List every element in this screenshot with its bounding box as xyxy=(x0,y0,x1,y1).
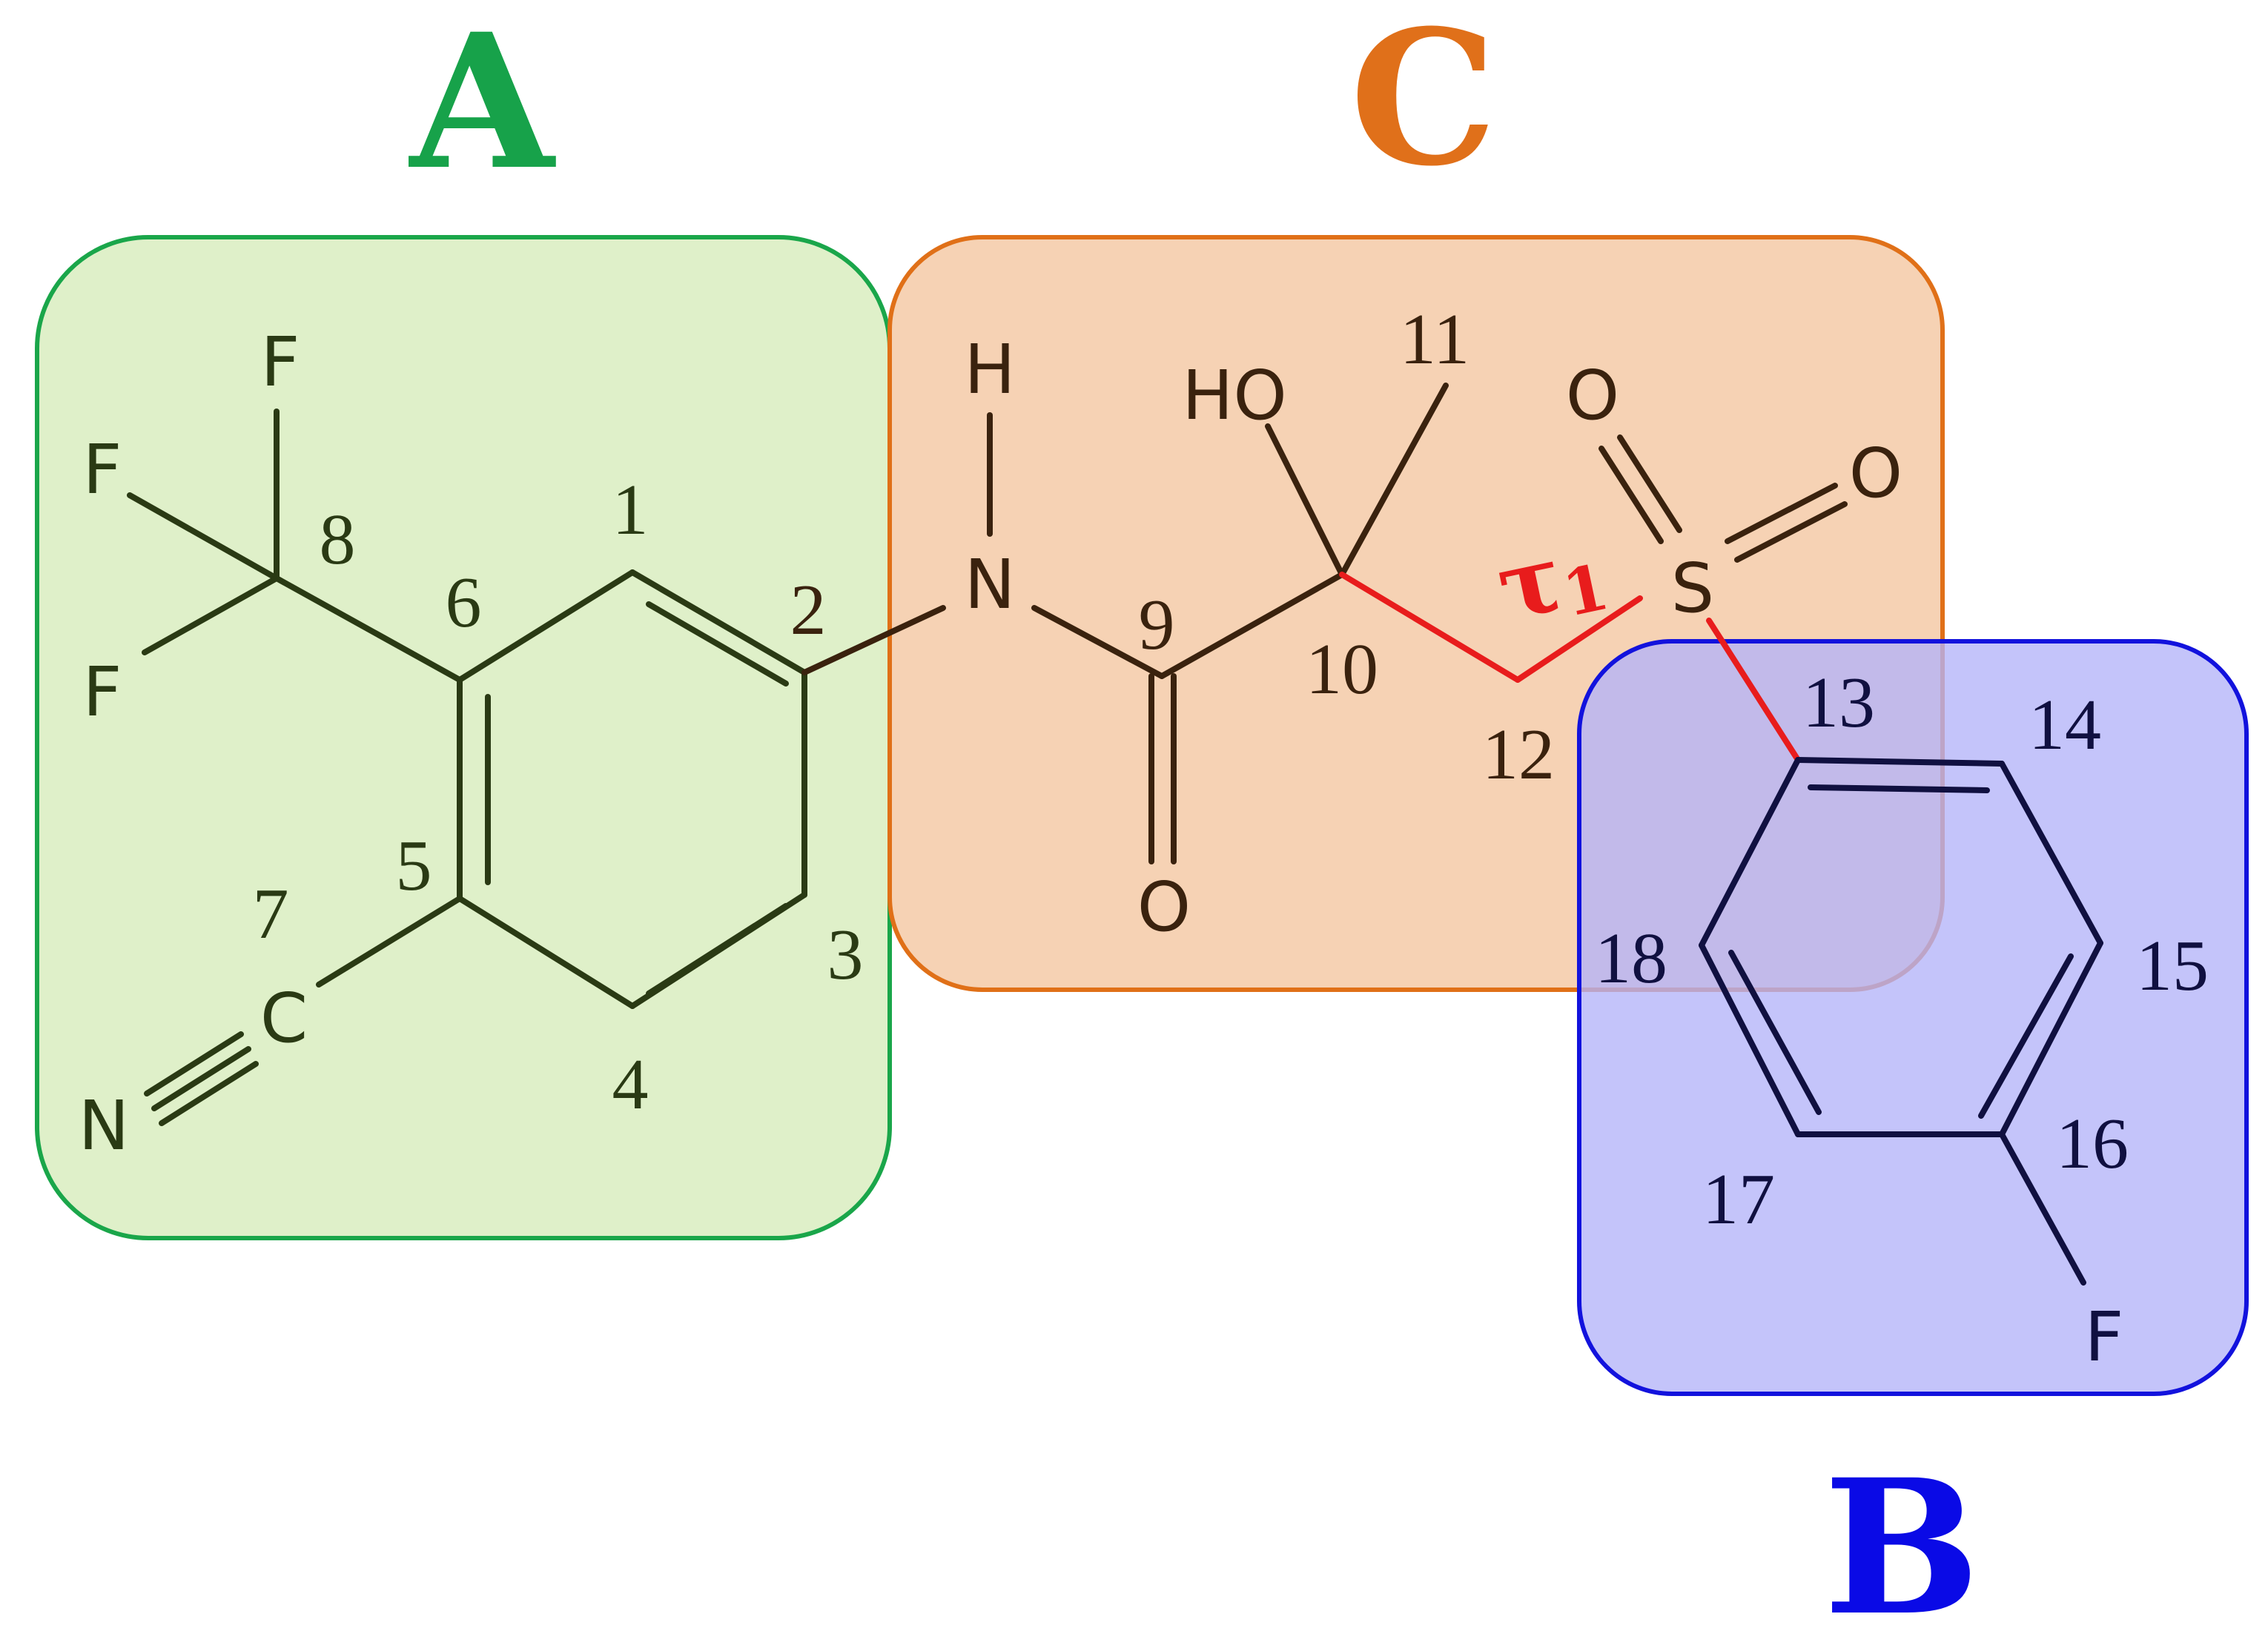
atom-number-5: 5 xyxy=(396,826,432,906)
atom-n-amide: N xyxy=(965,545,1016,624)
atom-o-sulfonyl-right: O xyxy=(1849,434,1902,513)
atom-number-16: 16 xyxy=(2056,1104,2129,1184)
atom-f-para: F xyxy=(2085,1297,2124,1377)
atom-number-7: 7 xyxy=(253,874,289,954)
atom-number-4: 4 xyxy=(612,1045,649,1125)
atom-h-amide: H xyxy=(964,330,1015,409)
atom-number-1: 1 xyxy=(612,470,649,550)
atom-numbers: 1 2 3 4 5 6 7 8 9 10 11 12 13 14 15 16 1… xyxy=(253,300,2209,1240)
ring-b-bonds xyxy=(1699,757,2103,1286)
atom-number-8: 8 xyxy=(320,500,356,580)
region-c-label: C xyxy=(1350,0,1498,207)
atom-number-3: 3 xyxy=(827,915,864,995)
atom-number-13: 13 xyxy=(1802,663,1875,743)
atom-number-6: 6 xyxy=(446,563,482,643)
torsion-bonds xyxy=(1339,572,1801,763)
atom-number-17: 17 xyxy=(1702,1160,1775,1240)
atom-s: S xyxy=(1671,549,1714,628)
atom-f-lower: F xyxy=(83,652,122,732)
atom-number-10: 10 xyxy=(1306,629,1378,710)
atom-number-9: 9 xyxy=(1139,585,1175,665)
atom-c-nitrile: C xyxy=(260,979,308,1058)
region-a-box xyxy=(35,235,892,1240)
atom-number-11: 11 xyxy=(1400,300,1469,380)
atom-number-12: 12 xyxy=(1482,715,1555,795)
atom-f-top: F xyxy=(261,322,300,402)
atom-f-left: F xyxy=(83,430,122,509)
atom-number-2: 2 xyxy=(790,570,827,650)
chain-c-bonds xyxy=(801,383,1848,864)
atom-symbols: F F F C N H N O HO O O S F xyxy=(79,322,2124,1377)
atom-number-14: 14 xyxy=(2029,685,2101,765)
atom-number-18: 18 xyxy=(1595,919,1667,999)
atom-n-nitrile: N xyxy=(79,1086,130,1165)
region-b-box xyxy=(1577,639,2249,1396)
ring-a-bonds xyxy=(127,408,807,1126)
region-a-label: A xyxy=(409,0,556,211)
atom-number-15: 15 xyxy=(2136,926,2209,1006)
atom-o-carbonyl: O xyxy=(1137,867,1191,947)
atom-ho: HO xyxy=(1182,356,1287,435)
region-b-label: B xyxy=(1823,1438,1980,1634)
atom-o-sulfonyl-top: O xyxy=(1566,356,1619,435)
